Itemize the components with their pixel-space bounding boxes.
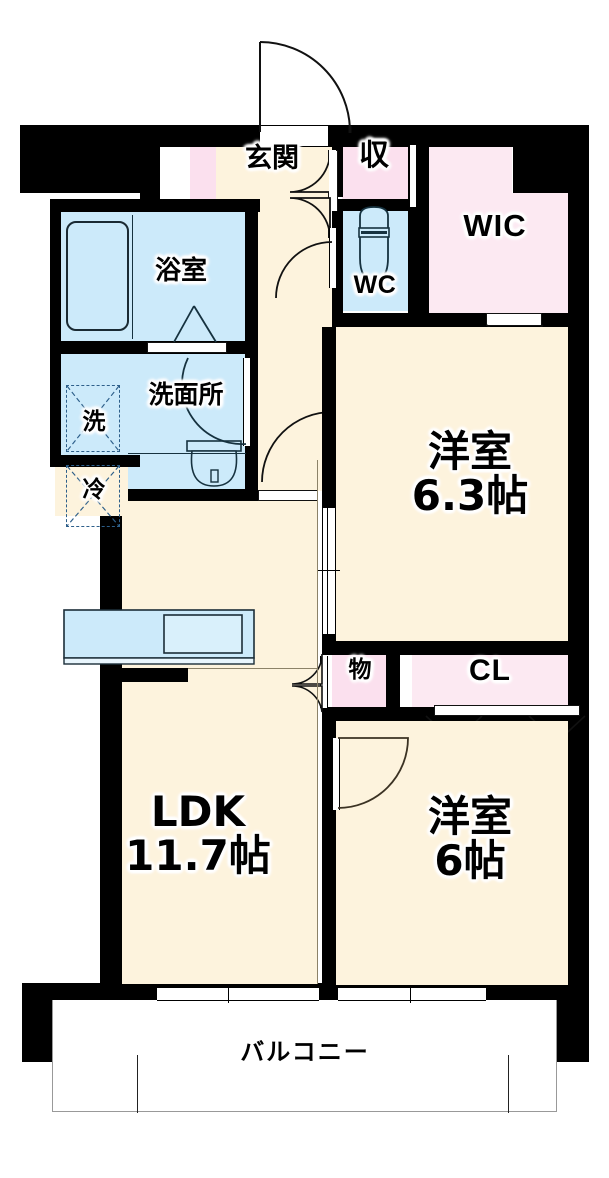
wall-bath-right xyxy=(245,199,258,344)
fridge-space-icon xyxy=(66,465,120,527)
ldk-zone-divider-line xyxy=(188,668,318,669)
western6-balcony-sliding-door[interactable] xyxy=(338,987,486,1001)
western6-balcony-door-mullion xyxy=(410,985,411,1003)
entrance-door-opening xyxy=(260,126,328,146)
storage-door-swing-icon xyxy=(290,652,324,714)
ldk-right-hairline xyxy=(317,460,318,984)
bath-partition-line xyxy=(132,215,133,339)
shoe-closet-door-panel[interactable] xyxy=(409,145,417,209)
wall-left-exterior-lower xyxy=(100,475,122,1005)
balcony-rail-right xyxy=(508,1055,509,1113)
ldk-balcony-door-mullion xyxy=(228,985,229,1003)
kitchen-wall-stub xyxy=(108,668,188,682)
wall-washroom-bottom xyxy=(128,489,258,501)
wc-door-panel[interactable] xyxy=(329,228,337,288)
room-western-6 xyxy=(336,721,568,985)
ldk-balcony-sliding-door[interactable] xyxy=(157,987,319,1001)
closet-cl xyxy=(412,655,568,707)
washbasin-icon xyxy=(186,440,242,492)
ldk-door-swing-icon xyxy=(261,411,334,492)
wall-bath-left xyxy=(50,199,61,344)
western63-sliding-door-handle xyxy=(318,570,340,571)
wall-bath-top xyxy=(50,199,260,212)
bathtub-icon xyxy=(66,221,129,331)
pillar-top-left xyxy=(20,125,160,193)
washroom-door-swing-icon xyxy=(181,357,248,446)
wall-wc-right xyxy=(408,207,419,313)
western63-sliding-door-mid xyxy=(327,508,328,634)
balcony-rail-left xyxy=(137,1055,138,1113)
balcony-area xyxy=(52,1000,557,1112)
genkan-inner-door-swing-icon xyxy=(288,150,332,240)
bath-door-opening[interactable] xyxy=(147,342,227,353)
bath-door-fold-icon xyxy=(172,305,230,344)
wall-wc-left xyxy=(332,211,343,313)
room-western-63 xyxy=(336,327,568,641)
wall-storage-bottom xyxy=(322,707,400,721)
wall-washroom-left xyxy=(50,354,61,464)
shoe-closet-window-upper xyxy=(329,150,336,196)
toilet-fixture-icon xyxy=(354,206,394,284)
washroom-door-panel[interactable] xyxy=(243,358,251,446)
room-ldk xyxy=(122,460,318,984)
closet-shoe xyxy=(342,147,408,207)
cl-door-opening[interactable] xyxy=(434,705,580,716)
kitchen-counter-icon xyxy=(63,609,255,666)
wall-right-exterior xyxy=(567,125,589,1005)
entrance-door-swing-icon xyxy=(258,41,362,134)
western6-door-panel[interactable] xyxy=(332,738,340,810)
wall-shoe-closet-bottom xyxy=(332,199,416,211)
closet-storage xyxy=(332,655,386,707)
western63-sliding-door[interactable] xyxy=(322,508,336,634)
wc-door-swing-icon xyxy=(275,241,334,300)
wall-storage-right xyxy=(386,648,400,712)
wall-western63-bottom xyxy=(322,641,589,655)
washroom-counter-line xyxy=(128,453,246,454)
washer-space-icon xyxy=(66,385,120,452)
wic-door-opening[interactable] xyxy=(486,313,542,326)
room-wic-wide xyxy=(428,193,568,315)
western6-door-swing-icon xyxy=(337,737,410,812)
wall-wic-left xyxy=(419,147,429,315)
wall-wic-bottom xyxy=(332,313,589,327)
wall-washroom-bottom-left xyxy=(50,455,140,467)
